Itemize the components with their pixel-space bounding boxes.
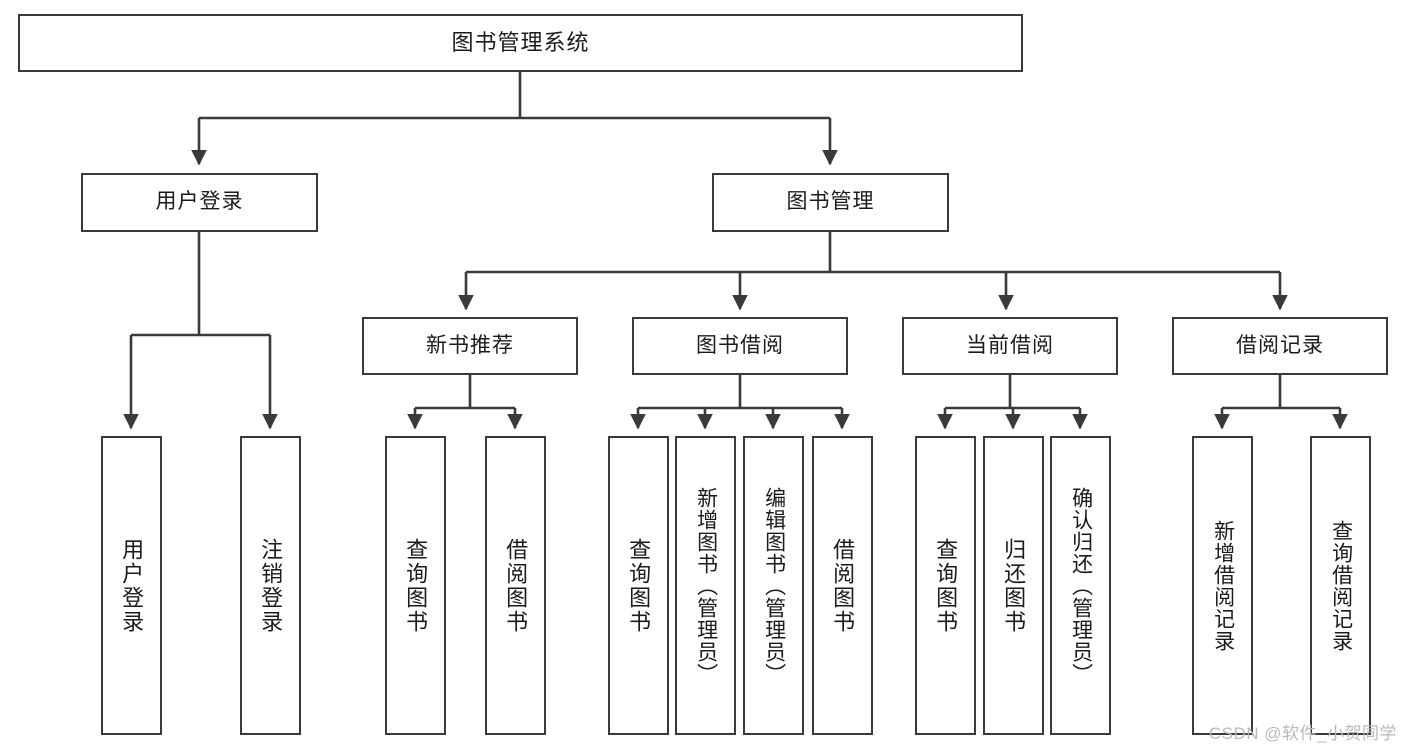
leaf-label: 确认归还（管理员） [1069,486,1093,685]
leaf-label: 查询借阅记录 [1329,519,1353,652]
node-book-management[interactable]: 图书管理 [712,173,949,232]
watermark-text: CSDN @软件_小贺同学 [1208,724,1397,743]
leaf-current-borrow-query[interactable]: 查询图书 [915,436,976,735]
node-user-login-label: 用户登录 [155,190,244,214]
leaf-current-borrow-confirm-return[interactable]: 确认归还（管理员） [1050,436,1111,735]
leaf-borrow-record-add[interactable]: 新增借阅记录 [1192,436,1253,735]
leaf-label: 编辑图书（管理员） [762,486,786,685]
leaf-user-login-login[interactable]: 用户登录 [101,436,162,735]
node-current-borrow-label: 当前借阅 [966,333,1054,357]
leaf-book-borrow-query[interactable]: 查询图书 [608,436,669,735]
leaf-label: 借阅图书 [830,537,856,634]
leaf-label: 查询图书 [403,537,429,634]
leaf-book-borrow-edit[interactable]: 编辑图书（管理员） [743,436,804,735]
leaf-label: 归还图书 [1001,537,1027,634]
leaf-label: 用户登录 [119,537,145,634]
leaf-label: 查询图书 [933,537,959,634]
node-root-system[interactable]: 图书管理系统 [18,14,1023,72]
leaf-label: 新增借阅记录 [1211,519,1235,652]
node-borrow-record-label: 借阅记录 [1236,333,1324,357]
leaf-borrow-record-query[interactable]: 查询借阅记录 [1310,436,1371,735]
leaf-new-book-query[interactable]: 查询图书 [385,436,446,735]
leaf-label: 注销登录 [258,537,284,634]
node-user-login[interactable]: 用户登录 [81,173,318,232]
leaf-label: 借阅图书 [503,537,529,634]
leaf-label: 新增图书（管理员） [694,486,718,685]
node-book-borrow-label: 图书借阅 [696,333,784,357]
node-borrow-record[interactable]: 借阅记录 [1172,317,1388,375]
leaf-user-login-logout[interactable]: 注销登录 [240,436,301,735]
node-book-borrow[interactable]: 图书借阅 [632,317,848,375]
leaf-book-borrow-add[interactable]: 新增图书（管理员） [675,436,736,735]
node-new-book-recommend-label: 新书推荐 [426,333,514,357]
leaf-new-book-borrow[interactable]: 借阅图书 [485,436,546,735]
node-current-borrow[interactable]: 当前借阅 [902,317,1118,375]
leaf-current-borrow-return[interactable]: 归还图书 [983,436,1044,735]
leaf-label: 查询图书 [626,537,652,634]
node-new-book-recommend[interactable]: 新书推荐 [362,317,578,375]
node-book-management-label: 图书管理 [786,190,875,214]
node-root-label: 图书管理系统 [451,30,590,56]
leaf-book-borrow-lend[interactable]: 借阅图书 [812,436,873,735]
